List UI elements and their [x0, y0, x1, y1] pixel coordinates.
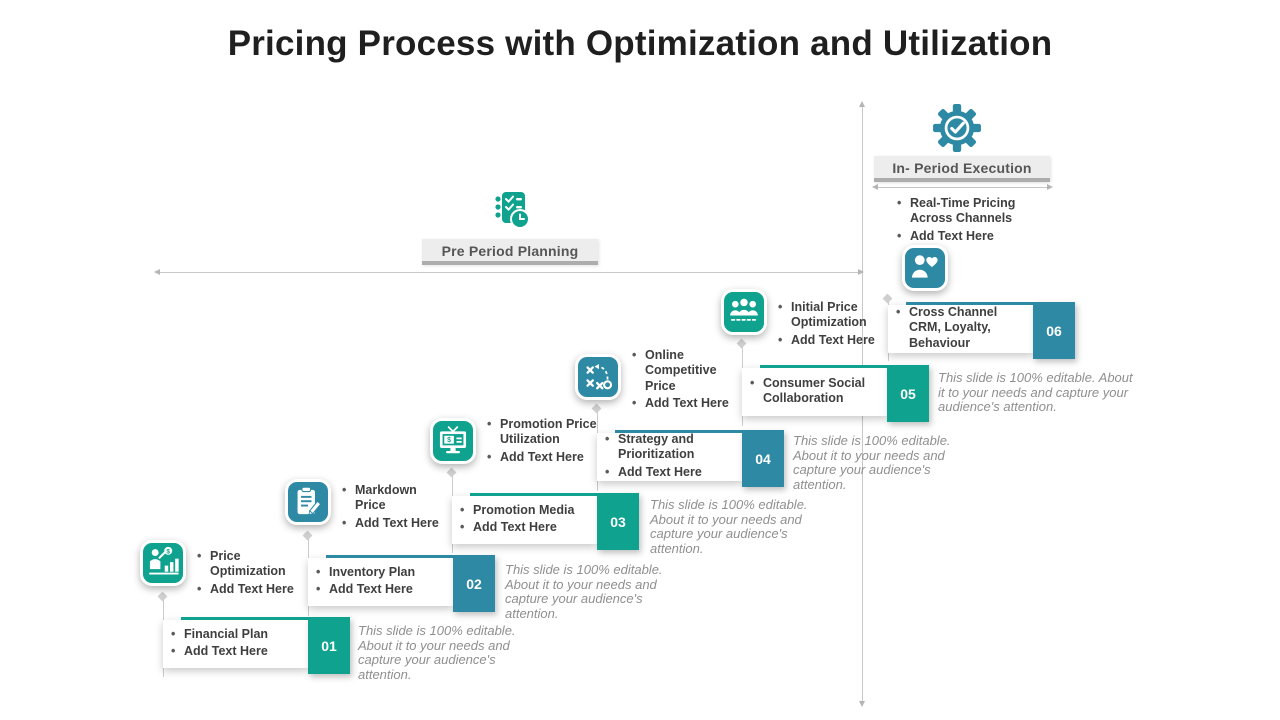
step-number-badge: 06	[1033, 302, 1075, 359]
execution-bullets: Real-Time Pricing Across Channels Add Te…	[897, 196, 1042, 246]
execution-axis-line	[872, 184, 1053, 190]
step-title: Inventory Plan	[316, 565, 415, 581]
execution-bullet: Real-Time Pricing Across Channels	[897, 196, 1042, 227]
pre-period-label: Pre Period Planning	[422, 239, 598, 265]
step-bullets: Cross Channel CRM, Loyalty, Behaviour	[888, 303, 1033, 355]
connector-diamond	[157, 591, 168, 602]
editable-note: This slide is 100% editable. About it to…	[505, 562, 663, 621]
connector-diamond	[736, 338, 747, 349]
icon-bullet-title: Online Competitive Price	[632, 348, 728, 394]
competitive-strategy-tactics-icon	[575, 354, 621, 400]
svg-text:$: $	[166, 548, 170, 555]
icon-bullet-sub: Add Text Here	[197, 582, 295, 598]
icon-bullets: Online Competitive Price Add Text Here	[632, 348, 729, 413]
step-subtitle: Add Text Here	[605, 465, 740, 481]
icon-bullet-sub: Add Text Here	[487, 450, 613, 466]
icon-bullet-title: Price Optimization	[197, 549, 295, 580]
step-bullets: Promotion Media Add Text Here	[452, 501, 576, 540]
editable-note: This slide is 100% editable. About it to…	[793, 433, 951, 492]
connector-diamond	[302, 530, 313, 541]
step-number-badge: 01	[308, 617, 350, 674]
checklist-clock-icon	[490, 189, 534, 235]
step-title: Cross Channel CRM, Loyalty, Behaviour	[896, 305, 1031, 351]
step-box-03: Promotion Media Add Text Here 03	[452, 493, 639, 550]
icon-bullets: Price Optimization Add Text Here	[197, 549, 295, 599]
markdown-price-clipboard-icon	[285, 479, 331, 525]
execution-label: In- Period Execution	[874, 156, 1050, 182]
step-title: Financial Plan	[171, 627, 268, 643]
step-subtitle: Add Text Here	[460, 520, 574, 536]
step-box-05: Consumer Social Collaboration 05	[742, 365, 929, 422]
step-number-badge: 04	[742, 430, 784, 487]
icon-bullet-title: Initial Price Optimization	[778, 300, 886, 331]
team-people-icon	[721, 289, 767, 335]
step-title: Consumer Social Collaboration	[750, 376, 885, 407]
icon-bullet-sub: Add Text Here	[632, 396, 729, 412]
customer-loyalty-person-heart-icon	[902, 245, 948, 291]
icon-bullet-title: Markdown Price	[342, 483, 434, 514]
step-subtitle: Add Text Here	[316, 582, 415, 598]
step-title: Strategy and Prioritization	[605, 432, 740, 463]
editable-note: This slide is 100% editable. About it to…	[938, 370, 1133, 415]
icon-bullets: Initial Price Optimization Add Text Here	[778, 300, 886, 350]
step-box-02: Inventory Plan Add Text Here 02	[308, 555, 495, 612]
svg-text:$: $	[447, 437, 451, 444]
icon-bullets: Markdown Price Add Text Here	[342, 483, 439, 533]
pre-period-axis-line	[154, 269, 864, 275]
page-title: Pricing Process with Optimization and Ut…	[227, 24, 1053, 63]
execution-bullet: Add Text Here	[897, 229, 1042, 245]
step-box-04: Strategy and Prioritization Add Text Her…	[597, 430, 784, 487]
editable-note: This slide is 100% editable. About it to…	[358, 623, 516, 682]
step-subtitle: Add Text Here	[171, 644, 268, 660]
step-bullets: Financial Plan Add Text Here	[163, 625, 270, 664]
icon-bullet-sub: Add Text Here	[342, 516, 439, 532]
price-optimization-person-chart-icon: $	[140, 540, 186, 586]
step-number-badge: 03	[597, 493, 639, 550]
step-bullets: Consumer Social Collaboration	[742, 374, 887, 411]
step-box-01: Financial Plan Add Text Here 01	[163, 617, 350, 674]
promotion-price-monitor-icon: $	[430, 418, 476, 464]
connector-diamond	[446, 467, 457, 478]
icon-bullet-title: Promotion Price Utilization	[487, 417, 613, 448]
editable-note: This slide is 100% editable. About it to…	[650, 497, 808, 556]
icon-bullets: Promotion Price Utilization Add Text Her…	[487, 417, 613, 467]
icon-bullet-sub: Add Text Here	[778, 333, 886, 349]
connector-diamond	[591, 403, 602, 414]
gear-check-icon	[932, 103, 982, 153]
step-bullets: Inventory Plan Add Text Here	[308, 563, 417, 602]
step-box-06: Cross Channel CRM, Loyalty, Behaviour 06	[888, 302, 1075, 359]
step-number-badge: 02	[453, 555, 495, 612]
step-bullets: Strategy and Prioritization Add Text Her…	[597, 430, 742, 484]
step-number-badge: 05	[887, 365, 929, 422]
step-title: Promotion Media	[460, 503, 574, 519]
